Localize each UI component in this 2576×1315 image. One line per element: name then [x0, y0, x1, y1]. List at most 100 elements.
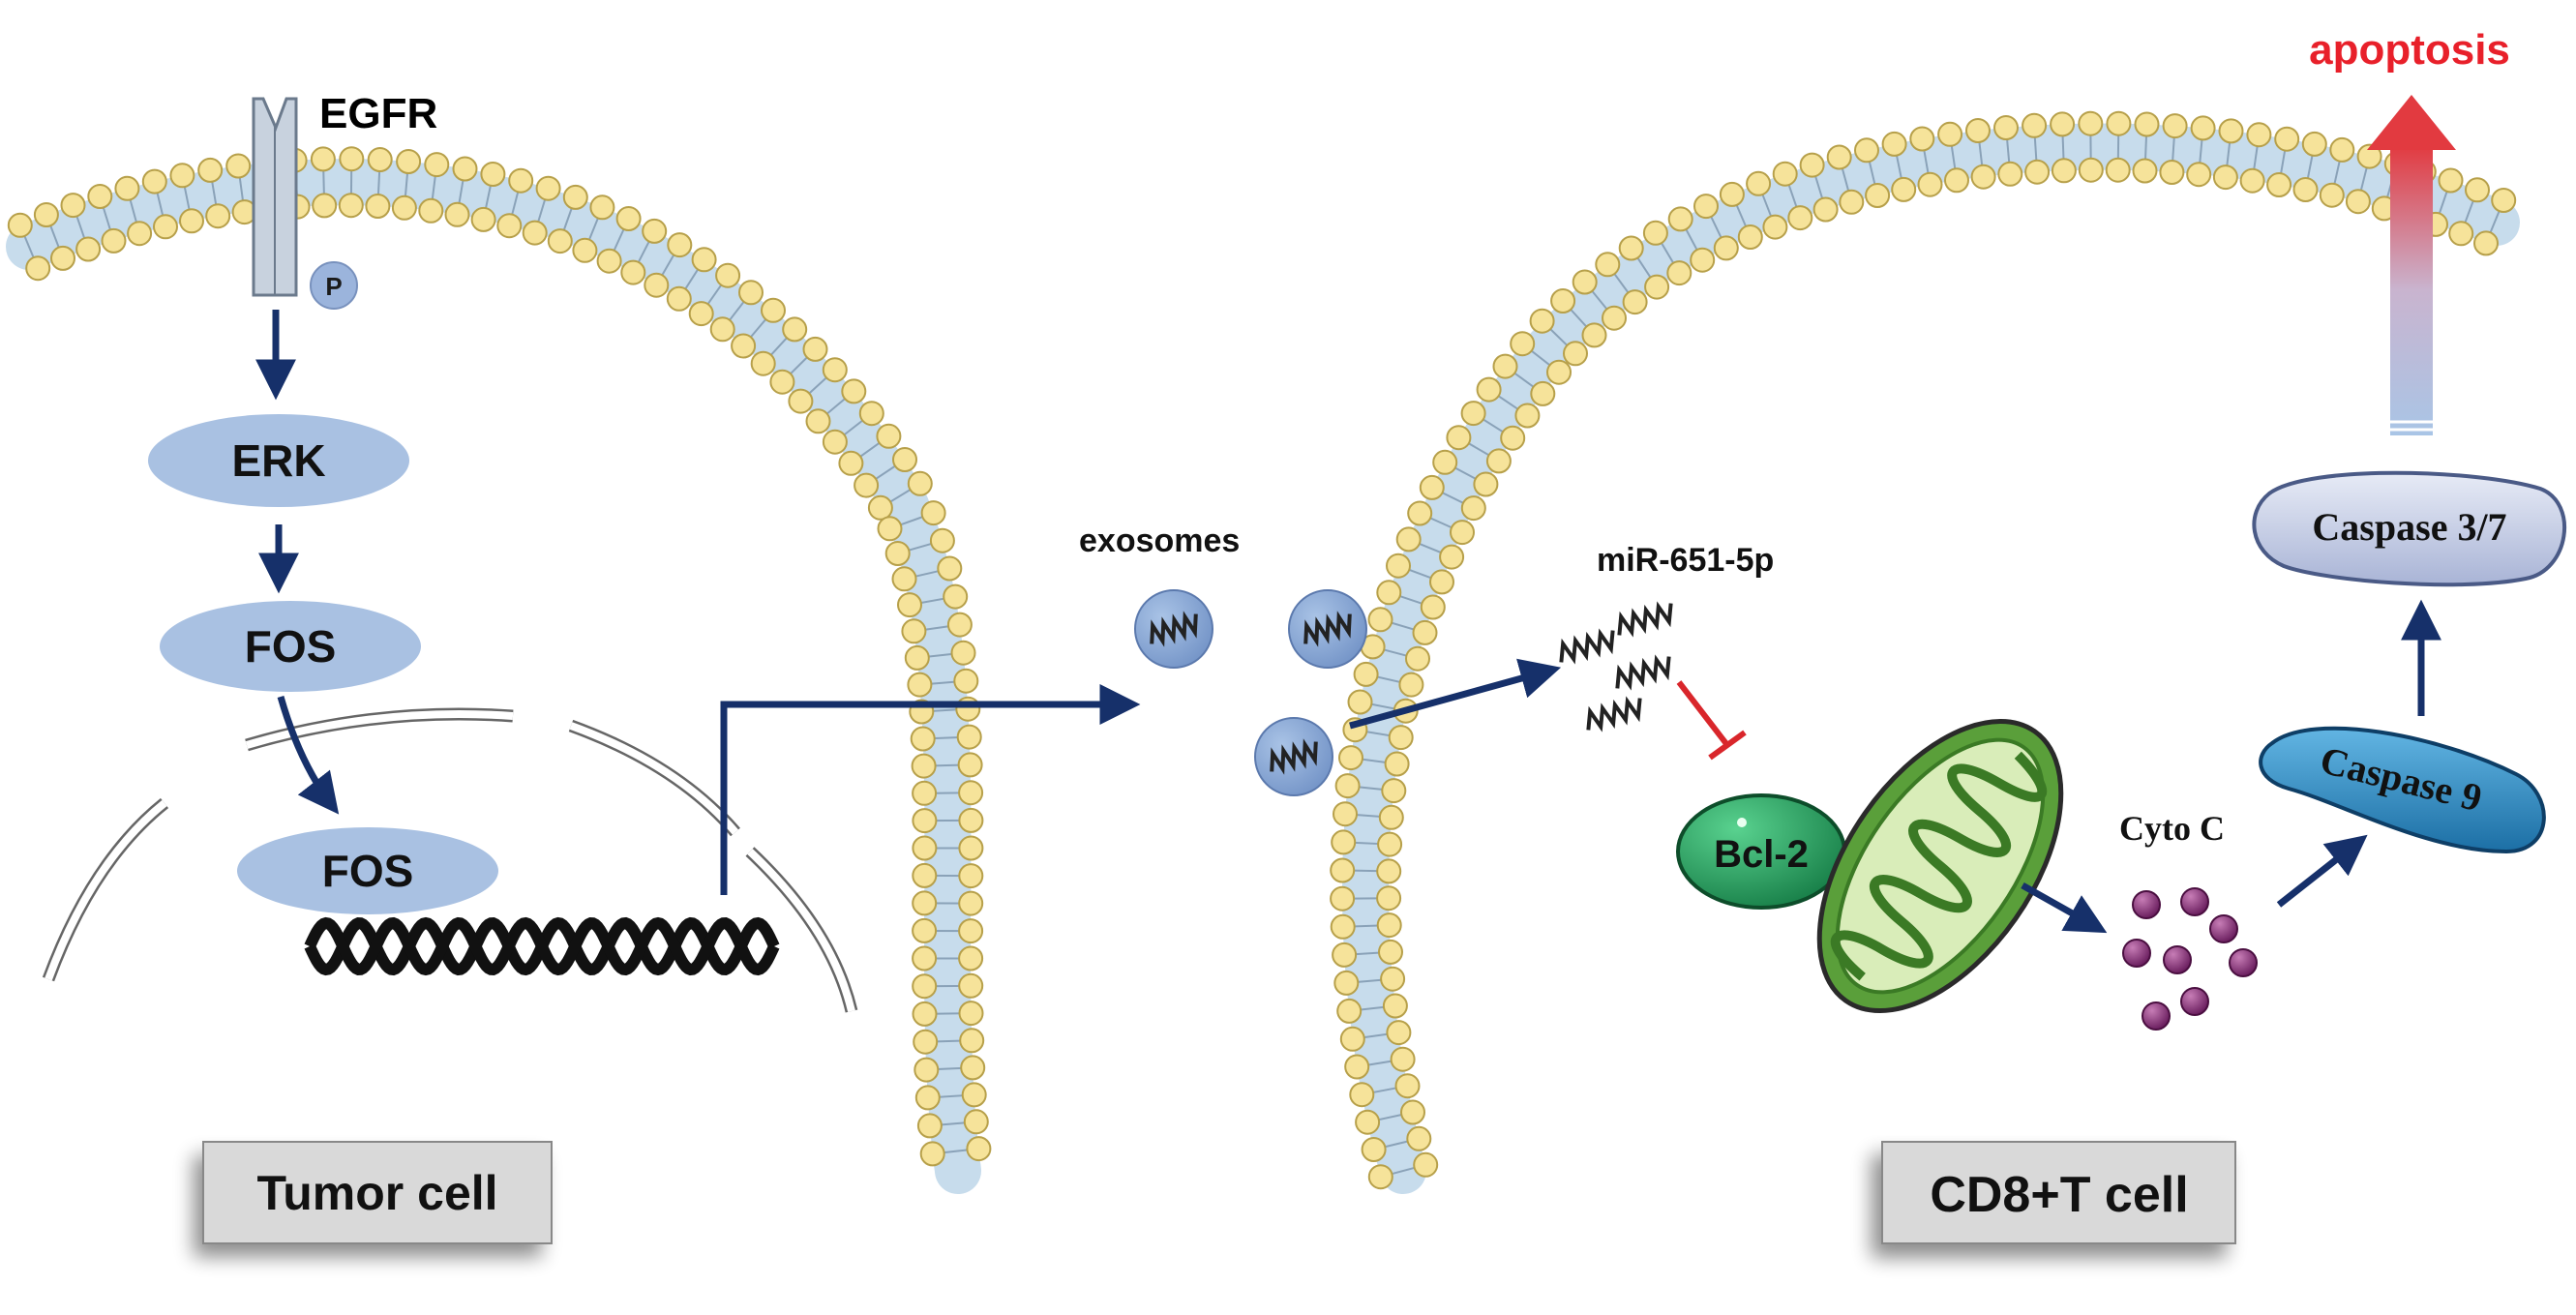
- lipid-head: [1572, 269, 1598, 295]
- lipid-head: [1381, 778, 1407, 804]
- lipid-head: [907, 470, 933, 496]
- lipid-head: [1993, 115, 2019, 140]
- cytochrome-c-cluster: [2122, 887, 2258, 1031]
- lipid-head: [838, 450, 864, 476]
- lipid-head: [958, 918, 984, 944]
- mirna-inhibits-bcl2: [1676, 680, 1747, 761]
- lipid-head: [802, 336, 828, 362]
- lipid-head: [897, 592, 922, 618]
- lipid-head: [1602, 305, 1627, 331]
- lipid-head: [391, 194, 417, 221]
- lipid-head: [620, 259, 646, 285]
- lipid-head: [738, 280, 764, 306]
- lipid-head: [1812, 196, 1839, 223]
- mirna-strand: [1617, 601, 1673, 638]
- lipid-head: [418, 197, 444, 224]
- lipid-head: [496, 213, 523, 239]
- egfr-label: EGFR: [319, 90, 437, 137]
- lipid-head: [1581, 322, 1607, 348]
- lipid-head: [1492, 353, 1518, 379]
- lipid-head: [2050, 111, 2076, 137]
- lipid-head: [1349, 1082, 1375, 1108]
- lipid-head: [2132, 158, 2158, 184]
- lipid-head: [1429, 569, 1454, 595]
- lipid-head: [2345, 189, 2371, 215]
- cd8-t-cell-label: CD8+T cell: [1930, 1167, 2188, 1223]
- caspase9-protein: [2259, 726, 2546, 854]
- lipid-head: [910, 726, 936, 752]
- lipid-head: [75, 236, 102, 262]
- lipid-head: [1336, 998, 1363, 1024]
- lipid-head: [876, 423, 902, 449]
- mirna-label: miR-651-5p: [1597, 542, 1774, 579]
- lipid-head: [912, 780, 938, 806]
- lipid-head: [1563, 341, 1588, 367]
- mirna-strand: [1559, 628, 1615, 665]
- exosome: [1254, 717, 1333, 796]
- lipid-head: [312, 193, 338, 219]
- lipid-head: [959, 1028, 985, 1054]
- phosphate-group: P: [310, 261, 358, 310]
- lipid-head: [1473, 471, 1499, 497]
- lipid-head: [1380, 966, 1406, 992]
- lipid-head: [60, 193, 86, 219]
- lipid-head: [963, 1109, 989, 1135]
- lipid-head: [2239, 167, 2265, 194]
- phosphate-label: P: [325, 272, 342, 301]
- lipid-head: [2190, 115, 2216, 141]
- lipid-head: [1376, 912, 1402, 939]
- lipid-head: [904, 644, 930, 671]
- lipid-head: [225, 153, 252, 179]
- lipid-head: [920, 500, 946, 526]
- lipid-head: [2292, 177, 2319, 202]
- lipid-head: [1377, 831, 1403, 857]
- lipid-head: [667, 232, 693, 258]
- cytochrome-c-molecule: [2163, 945, 2192, 974]
- lipid-head: [1667, 206, 1693, 232]
- lipid-head: [805, 408, 831, 434]
- lipid-head: [1891, 176, 1917, 202]
- lipid-head: [1406, 1125, 1432, 1151]
- lipid-head: [2212, 164, 2238, 191]
- lipid-head: [2465, 177, 2490, 203]
- lipid-head: [1367, 607, 1393, 633]
- tcell-membrane-heads: [1330, 110, 2517, 1190]
- lipid-head: [1334, 773, 1361, 799]
- lipid-head: [1713, 235, 1739, 261]
- lipid-head: [2078, 110, 2104, 136]
- cytochrome-c-molecule: [2132, 890, 2161, 919]
- lipid-head: [1432, 449, 1458, 475]
- lipid-head: [958, 890, 984, 916]
- lipid-head: [1917, 171, 1943, 197]
- lipid-head: [1355, 1109, 1381, 1135]
- lipid-head: [950, 640, 976, 666]
- lipid-head: [788, 388, 814, 414]
- lipid-head: [1460, 495, 1486, 522]
- lipid-head: [2491, 188, 2517, 213]
- lipid-head: [912, 945, 938, 971]
- lipid-head: [1826, 144, 1852, 170]
- lipid-head: [1970, 164, 1996, 190]
- lipid-head: [1333, 801, 1358, 827]
- lipid-head: [2356, 143, 2382, 169]
- lipid-head: [1338, 745, 1363, 771]
- lipid-head: [956, 724, 982, 750]
- lipid-head: [1388, 725, 1414, 751]
- lipid-head: [960, 1055, 986, 1081]
- lipid-head: [1865, 183, 1891, 208]
- cytochrome-c-molecule: [2209, 914, 2238, 943]
- lipid-head: [2105, 157, 2131, 183]
- lipid-head: [912, 808, 938, 834]
- lipid-head: [615, 206, 642, 231]
- mirna-strand: [1615, 654, 1671, 691]
- lipid-head: [2051, 158, 2077, 184]
- lipid-head: [1500, 425, 1526, 451]
- lipid-head: [1405, 645, 1430, 672]
- lipid-head: [1772, 161, 1798, 187]
- lipid-head: [1400, 1099, 1425, 1125]
- lipid-head: [907, 672, 933, 698]
- lipid-head: [2078, 157, 2104, 183]
- lipid-head: [911, 753, 937, 779]
- lipid-head: [396, 149, 422, 174]
- lipid-head: [114, 175, 140, 201]
